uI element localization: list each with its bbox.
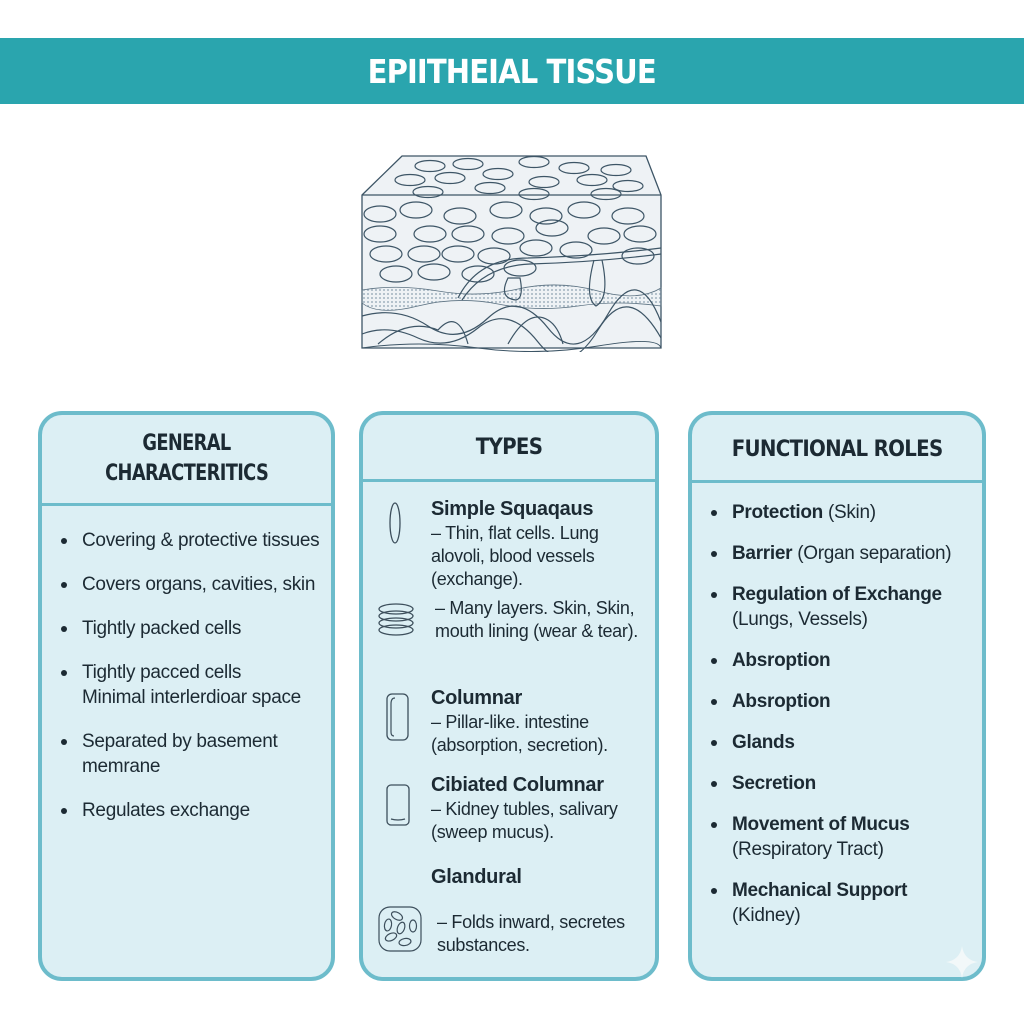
- role-name: Absroption: [732, 691, 831, 712]
- list-item: Regulates exchange: [42, 798, 331, 823]
- page-title: EPIITHEIAL TISSUE: [367, 51, 657, 91]
- list-item: Absroption: [692, 689, 982, 714]
- flat-cell-oval-icon: [389, 502, 401, 544]
- stacked-layers-icon: [378, 603, 414, 636]
- type-description: – Folds inward, secretes substances.: [437, 912, 625, 955]
- type-name: Columnar: [431, 687, 522, 709]
- functional-roles-list: Protection (Skin) Barrier (Organ separati…: [692, 483, 982, 928]
- wavy-base: [361, 340, 662, 352]
- list-item: Secretion: [692, 771, 982, 796]
- role-name: Glands: [732, 732, 795, 753]
- type-name: Simple Squaqaus: [431, 498, 594, 520]
- panel-heading: GENERAL CHARACTERITICS: [42, 415, 331, 506]
- list-item: Covers organs, cavities, skin: [42, 572, 331, 597]
- characteristics-list: Covering & protective tissues Covers org…: [42, 506, 331, 823]
- list-item: Regulation of Exchange (Lungs, Vessels): [692, 582, 982, 632]
- role-note: (Lungs, Vessels): [732, 609, 868, 630]
- heading-line: GENERAL: [142, 431, 231, 456]
- type-description: – Many layers. Skin, Skin, mouth lining …: [435, 598, 638, 641]
- general-characteristics-panel: GENERAL CHARACTERITICS Covering & protec…: [38, 411, 335, 981]
- list-item: Protection (Skin): [692, 500, 982, 525]
- role-name: Regulation of Exchange: [732, 584, 942, 605]
- list-item: Tightly packed cells: [42, 616, 331, 641]
- heading-line: CHARACTERITICS: [104, 461, 269, 486]
- role-name: Secretion: [732, 773, 816, 794]
- title-bar: EPIITHEIAL TISSUE: [0, 38, 1024, 104]
- surface-cells: [394, 155, 644, 201]
- role-name: Movement of Mucus: [732, 814, 910, 835]
- role-name: Absroption: [732, 650, 831, 671]
- type-description: – Pillar-like. intestine (absorption, se…: [431, 712, 608, 755]
- ciliated-cell-icon: [386, 784, 410, 826]
- role-name: Mechanical Support: [732, 880, 908, 901]
- panel-heading: FUNCTIONAL ROLES: [692, 415, 982, 483]
- list-item: Glands: [692, 730, 982, 755]
- functional-roles-panel: FUNCTIONAL ROLES Protection (Skin) Barrie…: [688, 411, 986, 981]
- sparkle-icon: [946, 946, 978, 978]
- types-panel: TYPES Simple Squaqaus – Thin, flat cells…: [359, 411, 659, 981]
- list-item: Covering & protective tissues: [42, 528, 331, 553]
- role-note: (Respiratory Tract): [732, 839, 884, 860]
- epithelial-tissue-illustration: [361, 155, 662, 352]
- list-item: Absroption: [692, 648, 982, 673]
- role-note: (Skin): [827, 502, 876, 523]
- glandular-cells-icon: [378, 906, 422, 952]
- type-name: Glandural: [431, 866, 522, 888]
- columnar-cell-icon: [386, 693, 409, 741]
- type-description: – Kidney tubles, salivary (sweep mucus).: [431, 799, 618, 842]
- list-item: Movement of Mucus (Respiratory Tract): [692, 812, 982, 862]
- role-name: Protection: [732, 502, 823, 523]
- list-item: Barrier (Organ separation): [692, 541, 982, 566]
- role-note: (Kidney): [732, 905, 801, 926]
- role-name: Barrier: [732, 543, 793, 564]
- role-note: (Organ separation): [797, 543, 952, 564]
- front-cells: [363, 201, 657, 283]
- connective-fibers: [361, 247, 662, 352]
- panel-heading: TYPES: [363, 415, 655, 482]
- type-description: – Thin, flat cells. Lung alovoli, blood …: [431, 523, 599, 589]
- type-name: Cibiated Columnar: [431, 774, 604, 796]
- list-item: Mechanical Support (Kidney): [692, 878, 982, 928]
